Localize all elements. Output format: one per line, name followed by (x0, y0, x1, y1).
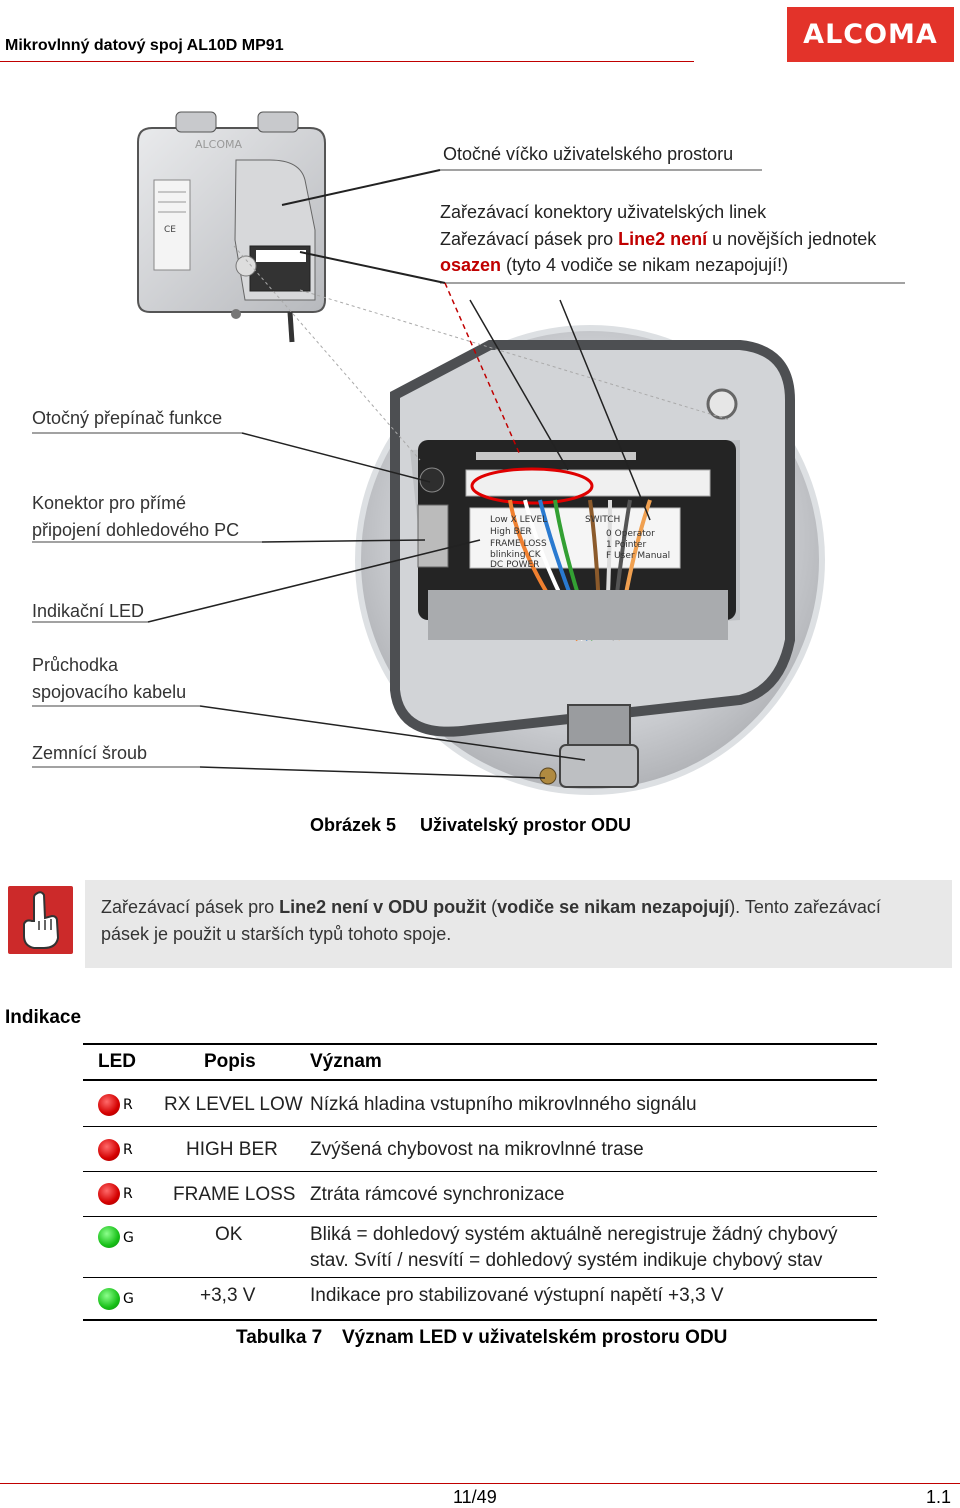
row-popis: HIGH BER (186, 1139, 278, 1160)
note-box (85, 880, 952, 968)
section-title: Indikace (5, 1007, 82, 1028)
pointing-hand-icon (8, 886, 73, 954)
row-popis: FRAME LOSS (173, 1184, 296, 1205)
callout-pc-line2: připojení dohledového PC (32, 520, 240, 540)
svg-text:CE: CE (164, 225, 176, 235)
panel-label-ber: High BER (490, 527, 532, 537)
odu-user-space-figure: ALCOMA CE (32, 111, 905, 795)
led-green-indicator (98, 1226, 120, 1248)
note-part1: Zařezávací pásek pro (101, 897, 280, 917)
row-rule (83, 1216, 877, 1217)
led-color-letter: R (123, 1186, 133, 1202)
row-vyznam: Ztráta rámcové synchronizace (310, 1184, 565, 1205)
panel-label-dc: DC POWER (490, 560, 539, 570)
panel-label-pointer: 1 Pointer (606, 540, 646, 550)
row-vyznam: Nízká hladina vstupního mikrovlnného sig… (310, 1094, 697, 1115)
callout-strip-suffix: (tyto 4 vodiče se nikam nezapojují!) (501, 255, 789, 275)
note-part5: ). Tento zařezávací (729, 897, 881, 917)
led-red-indicator (98, 1139, 120, 1161)
table-top-rule (83, 1043, 877, 1045)
callout-strip-mid: u novějších jednotek (707, 229, 877, 249)
row-vyznam-line2: stav. Svítí / nesvítí = dohledový systém… (310, 1250, 823, 1271)
callout-strip-osazen: osazen (440, 255, 502, 275)
led-color-letter: G (123, 1230, 134, 1246)
callout-cable-line1: Průchodka (32, 655, 119, 675)
led-color-letter: G (123, 1291, 134, 1307)
panel-label-blinking: blinking CK (490, 550, 542, 560)
col-header-vyznam: Význam (310, 1051, 382, 1072)
panel-label-switch: SWITCH (585, 515, 620, 525)
led-red-indicator (98, 1183, 120, 1205)
document-title: Mikrovlnný datový spoj AL10D MP91 (5, 37, 284, 54)
callout-cable-gland: Průchodka spojovacího kabelu (32, 652, 186, 706)
footer-rule (0, 1483, 960, 1484)
led-color-letter: R (123, 1142, 133, 1158)
row-popis: RX LEVEL LOW (164, 1094, 303, 1115)
user-space-closeup: Low X LEVEL High BER FRAME LOSS blinking… (355, 325, 825, 795)
col-header-led: LED (98, 1051, 136, 1072)
col-header-popis: Popis (204, 1051, 256, 1072)
row-popis: +3,3 V (200, 1285, 256, 1306)
callout-cable-line2: spojovacího kabelu (32, 682, 187, 702)
callout-strip-line2: Line2 není (618, 229, 708, 249)
note-part2: Line2 není v ODU použit (279, 897, 487, 917)
led-green-indicator (98, 1288, 120, 1310)
panel-label-operator: 0 Operator (606, 529, 655, 539)
table-header-rule (83, 1079, 877, 1081)
row-rule (83, 1126, 877, 1127)
figure-caption-number: Obrázek 5 (310, 815, 397, 835)
row-vyznam-line1: Bliká = dohledový systém aktuálně neregi… (310, 1224, 838, 1245)
panel-label-frame: FRAME LOSS (490, 539, 547, 549)
alcoma-logo: ALCOMA (787, 7, 954, 62)
svg-text:ALCOMA: ALCOMA (195, 138, 242, 151)
callout-strip-prefix: Zařezávací pásek pro (440, 229, 619, 249)
note-part4: vodiče se nikam nezapojují (497, 897, 730, 917)
title-rule (0, 61, 694, 62)
callout-pc-line1: Konektor pro přímé (32, 493, 187, 513)
row-rule (83, 1171, 877, 1172)
logo-text: ALCOMA (803, 19, 938, 50)
odu-unit-thumbnail: ALCOMA CE (137, 111, 326, 343)
note-text: Zařezávací pásek pro Line2 není v ODU po… (101, 894, 936, 948)
callout-lid: Otočné víčko uživatelského prostoru (443, 144, 734, 164)
document-version: 1.1 (926, 1487, 952, 1507)
callout-strip: Zařezávací pásek pro Line2 není u novějš… (440, 226, 920, 278)
panel-label-manual: F User Manual (606, 551, 670, 561)
callout-switch: Otočný přepínač funkce (32, 408, 223, 428)
callout-connectors: Zařezávací konektory uživatelských linek (440, 202, 767, 222)
row-rule (83, 1277, 877, 1278)
table-caption-text: Význam LED v uživatelském prostoru ODU (342, 1327, 728, 1348)
panel-label-low: Low X LEVEL (490, 515, 547, 525)
row-vyznam: Zvýšená chybovost na mikrovlnné trase (310, 1139, 644, 1160)
table-caption-number: Tabulka 7 (236, 1327, 323, 1348)
led-red-indicator (98, 1094, 120, 1116)
page-number: 11/49 (453, 1487, 497, 1507)
table-bottom-rule (83, 1319, 877, 1321)
row-popis: OK (215, 1224, 243, 1245)
note-part3: ( (486, 897, 498, 917)
callout-led: Indikační LED (32, 601, 145, 621)
note-line2: pásek je použit u starších typů tohoto s… (101, 924, 452, 944)
led-color-letter: R (123, 1097, 133, 1113)
figure-caption-text: Uživatelský prostor ODU (420, 815, 632, 835)
callout-pc-connector: Konektor pro přímé připojení dohledového … (32, 490, 239, 544)
row-vyznam: Indikace pro stabilizované výstupní napě… (310, 1285, 724, 1306)
callout-ground-screw: Zemnící šroub (32, 743, 148, 763)
